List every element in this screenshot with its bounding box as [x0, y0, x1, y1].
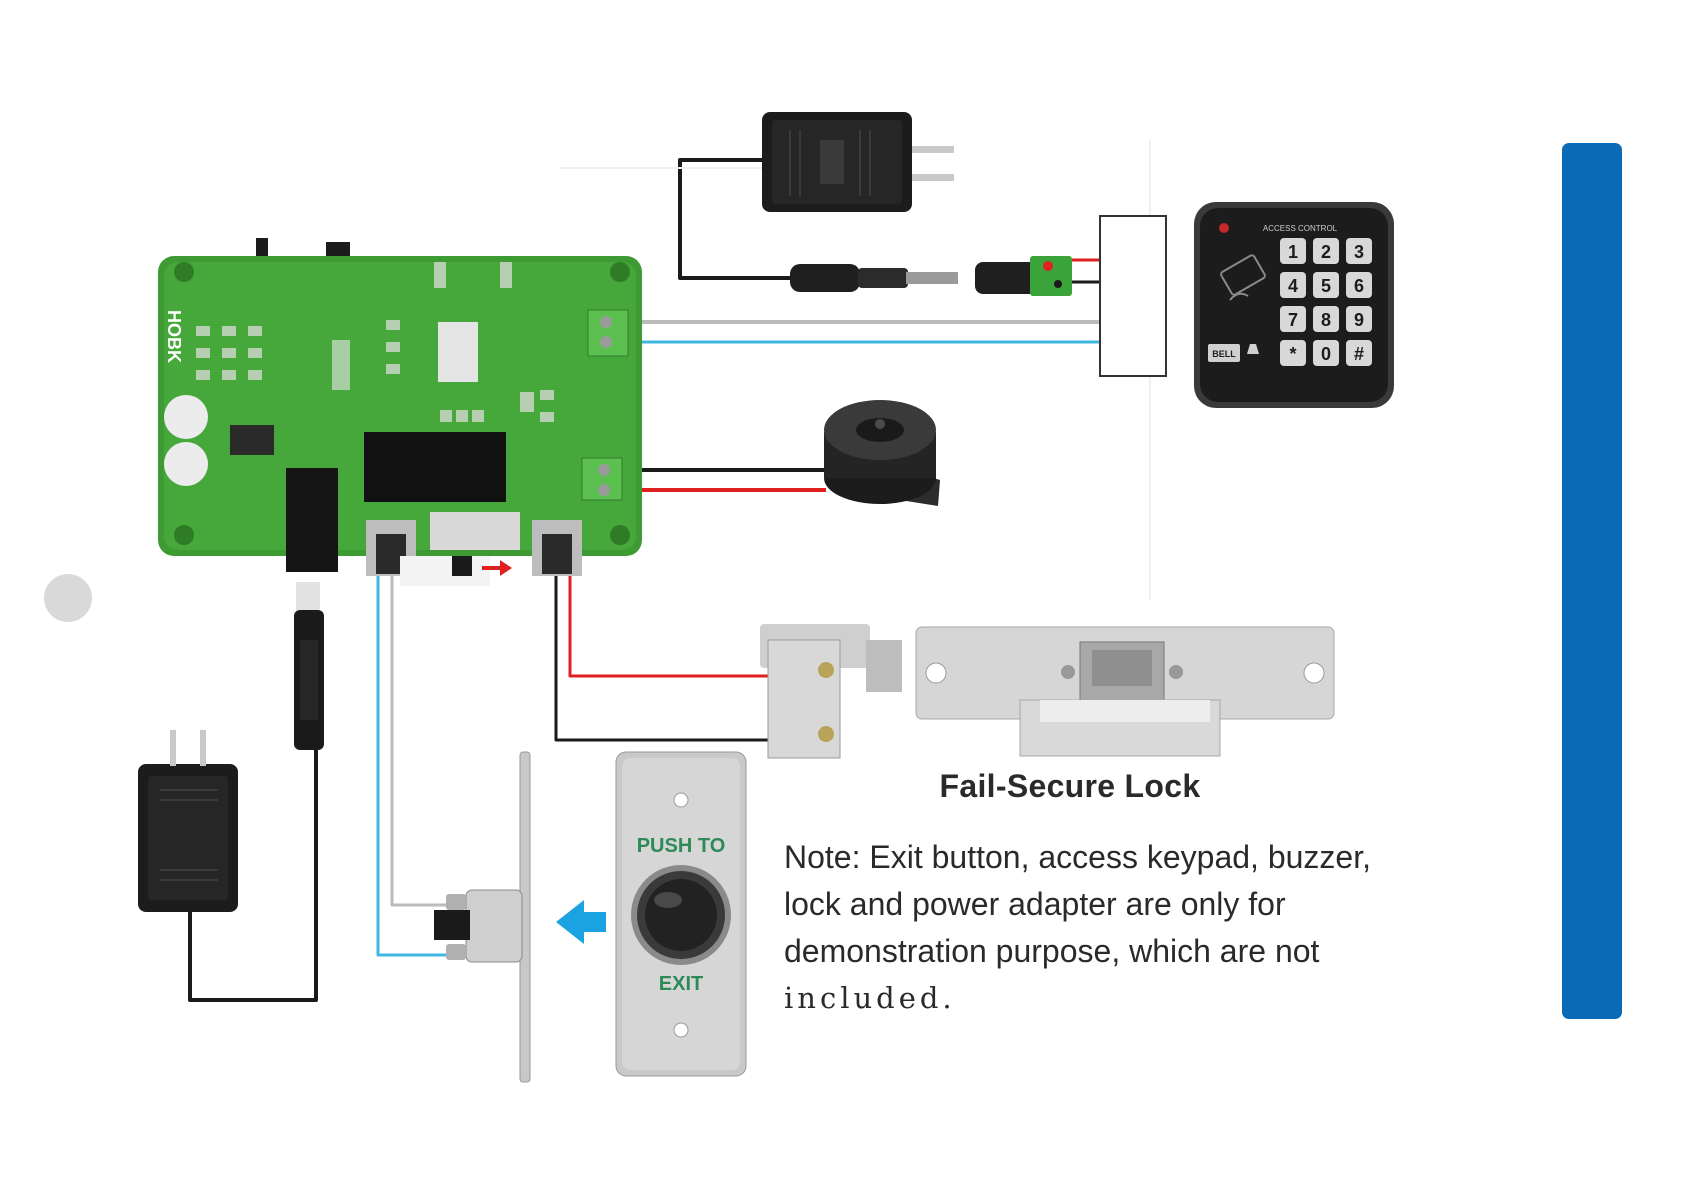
blue-arrow-icon — [556, 900, 606, 944]
keypad-key-label: 5 — [1321, 276, 1331, 296]
exit-top-text: PUSH TO — [637, 835, 726, 857]
dc-plug-top — [790, 256, 1072, 296]
note-line: included. — [784, 975, 1384, 1022]
keypad-key-label: 6 — [1354, 276, 1364, 296]
exit-bottom-text: EXIT — [659, 973, 703, 995]
page-marker-dot — [44, 574, 92, 622]
junction-box — [1100, 216, 1166, 376]
note-line: demonstration purpose, which are not — [784, 928, 1384, 975]
keypad-header: ACCESS CONTROL — [1263, 224, 1338, 233]
keypad-key-label: 2 — [1321, 242, 1331, 262]
controller-board-icon: HOBK — [158, 238, 642, 586]
exit-button-side-icon — [434, 752, 530, 1082]
keypad-key-label: # — [1354, 344, 1364, 364]
keypad-key-label: 8 — [1321, 310, 1331, 330]
note-line: Note: Exit button, access keypad, buzzer… — [784, 834, 1384, 881]
keypad-icon: ACCESS CONTROL 1 2 3 4 5 6 7 8 9 * 0 # BELL — [1194, 202, 1394, 408]
accent-side-bar — [1562, 143, 1622, 1019]
board-brand: HOBK — [164, 310, 184, 363]
keypad-key-label: 9 — [1354, 310, 1364, 330]
buzzer-icon — [824, 400, 940, 506]
power-adapter-icon — [762, 112, 954, 212]
keypad-key-label: 0 — [1321, 344, 1331, 364]
keypad-key-label: * — [1289, 344, 1296, 364]
keypad-key-label: 3 — [1354, 242, 1364, 262]
power-adapter-icon — [138, 582, 324, 912]
note-line: lock and power adapter are only for — [784, 881, 1384, 928]
keypad-bell-label: BELL — [1212, 349, 1236, 359]
exit-button-icon: PUSH TO EXIT — [616, 752, 746, 1076]
keypad-key-label: 4 — [1288, 276, 1298, 296]
strike-lock-icon — [760, 624, 1334, 758]
demonstration-note: Note: Exit button, access keypad, buzzer… — [784, 834, 1384, 1022]
wire-blue-exit — [378, 574, 456, 955]
keypad-key-label: 1 — [1288, 242, 1298, 262]
lock-caption: Fail-Secure Lock — [900, 768, 1240, 805]
wire-grey-exit — [392, 574, 456, 905]
keypad-key-label: 7 — [1288, 310, 1298, 330]
